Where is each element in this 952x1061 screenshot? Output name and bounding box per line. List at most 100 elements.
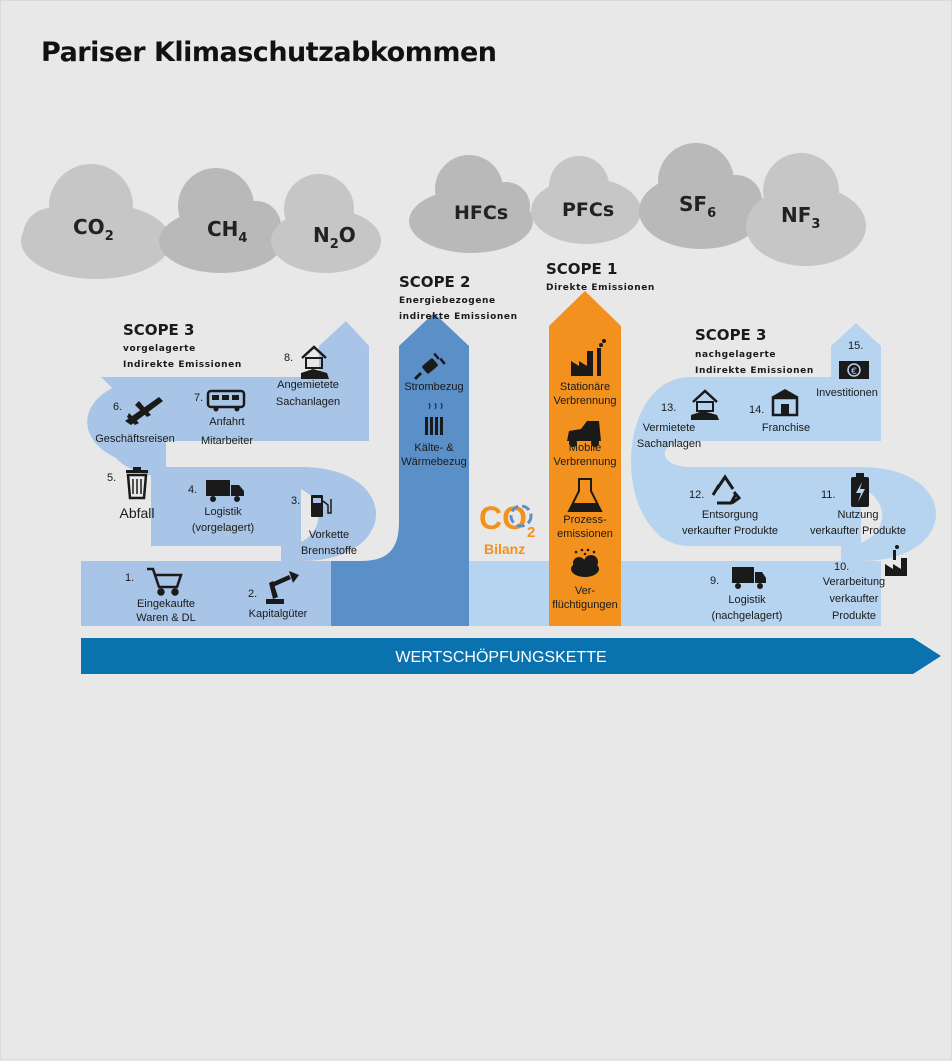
gas-label-nf3: NF3 <box>781 203 820 232</box>
shopping-cart-icon <box>147 567 183 596</box>
scope3-up-title: SCOPE 3 <box>123 321 194 339</box>
scope3-downstream-band <box>621 323 936 626</box>
down-item11-number: 11. <box>821 489 835 501</box>
mobile-vehicle-icon <box>567 421 601 447</box>
down-item12-number: 12. <box>689 489 704 501</box>
cloud-pfcs <box>531 156 641 244</box>
down-item12-label-2: verkaufter Produkte <box>682 525 778 537</box>
up-item8-label-1: Angemietete <box>277 379 339 391</box>
scope3-down-title: SCOPE 3 <box>695 326 766 344</box>
gas-label-pfcs: PFCs <box>562 199 614 221</box>
radiator-icon <box>425 402 443 435</box>
down-item10-label-3: Produkte <box>832 610 876 622</box>
co2-bilanz-logo: CO2 Bilanz <box>479 500 535 557</box>
vapor-cloud-icon <box>571 548 599 577</box>
scope1-band <box>549 291 621 626</box>
house-hand-icon <box>301 345 329 379</box>
scope3-upstream-header: SCOPE 3 vorgelagerte Indirekte Emissione… <box>123 321 242 370</box>
scope2-band <box>331 313 469 626</box>
recycle-icon <box>711 474 742 505</box>
down-item11-label-1: Nutzung <box>838 509 879 521</box>
co2-logo-label: Bilanz <box>484 541 525 557</box>
up-item7-number: 7. <box>194 392 203 404</box>
scope1-item-verfluechtigung-1: Ver- <box>575 585 596 597</box>
up-item8-number: 8. <box>284 352 293 364</box>
down-item10-number: 10. <box>834 561 849 573</box>
down-item11-label-2: verkaufter Produkte <box>810 525 906 537</box>
scope2-item-strombezug: Strombezug <box>404 381 463 393</box>
value-chain-label: WERTSCHÖPFUNGSKETTE <box>395 648 606 666</box>
up-item2-label: Kapitalgüter <box>249 608 308 620</box>
cloud-co2 <box>21 164 171 279</box>
co2-ring-icon <box>509 504 533 528</box>
gas-label-co2: CO2 <box>73 215 114 244</box>
robot-arm-icon <box>266 571 299 604</box>
up-item1-label-2: Waren & DL <box>136 612 196 624</box>
scope2-item-kaelte: Kälte- & <box>414 442 454 454</box>
truck-icon <box>206 480 244 502</box>
up-item6-label: Geschäftsreisen <box>95 433 174 445</box>
scope2-item-waerme: Wärmebezug <box>401 456 466 468</box>
scope1-item-prozess-2: emissionen <box>557 528 613 540</box>
scope1-header: SCOPE 1 Direkte Emissionen <box>546 260 655 293</box>
up-item5-label: Abfall <box>119 505 154 521</box>
down-item12-label-1: Entsorgung <box>702 509 758 521</box>
cloud-ch4 <box>159 168 283 273</box>
down-item9-label-1: Logistik <box>728 594 766 606</box>
up-item2-number: 2. <box>248 588 257 600</box>
up-item8-label-2: Sachanlagen <box>276 396 340 408</box>
plug-icon <box>413 352 446 381</box>
up-item1-number: 1. <box>125 572 134 584</box>
battery-icon <box>851 473 869 507</box>
up-item6-number: 6. <box>113 401 122 413</box>
scope2-title: SCOPE 2 <box>399 273 470 291</box>
scope2-sub2: indirekte Emissionen <box>399 312 518 322</box>
up-item4-number: 4. <box>188 484 197 496</box>
svg-text:€: € <box>851 367 857 377</box>
up-item3-label-2: Brennstoffe <box>301 545 357 557</box>
scope1-item-stationaer-2: Verbrennung <box>554 395 617 407</box>
up-item3-number: 3. <box>291 495 300 507</box>
down-item10-label-1: Verarbeitung <box>823 576 885 588</box>
up-item5-number: 5. <box>107 472 116 484</box>
scope3-up-sub2: Indirekte Emissionen <box>123 360 242 370</box>
cloud-hfcs <box>409 155 533 253</box>
gas-label-sf6: SF6 <box>679 192 716 221</box>
factory-icon <box>571 339 606 376</box>
co2-logo-text: CO2 <box>479 500 535 541</box>
fuel-pump-icon <box>311 495 332 517</box>
up-item1-label-1: Eingekaufte <box>137 598 195 610</box>
trash-can-icon <box>126 467 148 500</box>
storefront-icon <box>771 389 799 417</box>
scope2-sub1: Energiebezogene <box>399 296 496 306</box>
gas-label-n2o: N2O <box>313 223 356 252</box>
scope1-item-stationaer-1: Stationäre <box>560 381 610 393</box>
cloud-nf3 <box>746 153 866 266</box>
down-item15-label: Investitionen <box>816 387 878 399</box>
up-item7-label-2: Mitarbeiter <box>201 435 253 447</box>
scope1-sub1: Direkte Emissionen <box>546 283 655 293</box>
house-hand-icon <box>691 389 719 420</box>
bus-icon <box>206 389 246 412</box>
down-item15-number: 15. <box>848 340 863 352</box>
scope2-header: SCOPE 2 Energiebezogene indirekte Emissi… <box>399 273 518 322</box>
down-item9-label-2: (nachgelagert) <box>712 610 783 622</box>
up-item7-label-1: Anfahrt <box>209 416 244 428</box>
scope1-title: SCOPE 1 <box>546 260 617 278</box>
scope1-item-mobile-1: Mobile <box>569 442 601 454</box>
up-item4-label-2: (vorgelagert) <box>192 522 254 534</box>
scope1-item-prozess-1: Prozess- <box>563 514 607 526</box>
gas-label-hfcs: HFCs <box>454 202 508 224</box>
down-item13-label-2: Sachanlagen <box>637 438 701 450</box>
flask-icon <box>567 478 603 512</box>
down-item9-number: 9. <box>710 575 719 587</box>
page-title: Pariser Klimaschutzabkommen <box>41 37 497 68</box>
scope3-down-sub2: Indirekte Emissionen <box>695 366 814 376</box>
euro-banknote-icon: € <box>839 361 869 379</box>
scope3-up-sub1: vorgelagerte <box>123 344 196 354</box>
down-item10-label-2: verkaufter <box>830 593 879 605</box>
airplane-icon <box>125 397 163 425</box>
scope1-item-mobile-2: Verbrennung <box>554 456 617 468</box>
